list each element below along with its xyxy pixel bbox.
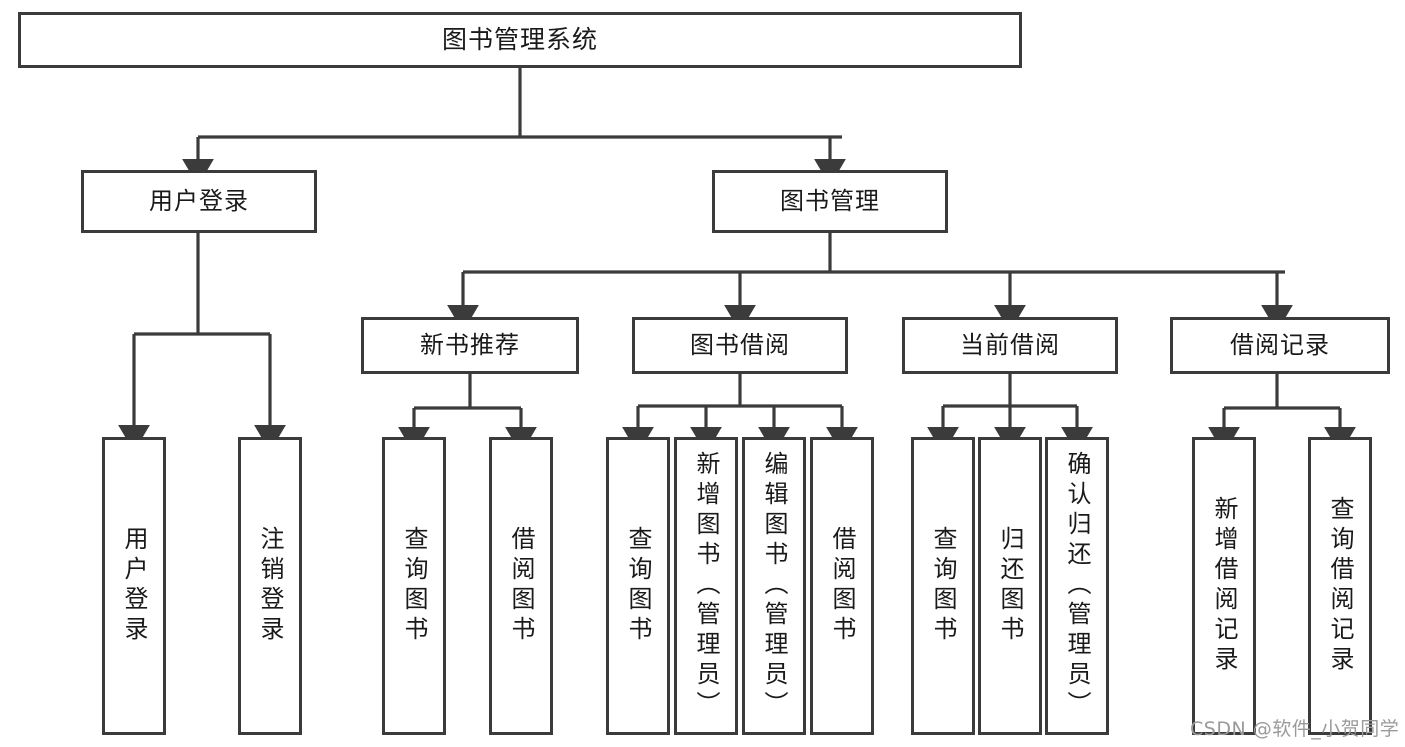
node-book-borrow[interactable]: 图书借阅 xyxy=(632,317,848,374)
node-label: 新书推荐 xyxy=(420,331,520,360)
node-label: 图书管理系统 xyxy=(441,25,598,55)
node-label: 借阅图书 xyxy=(828,526,856,646)
node-label: 查询借阅记录 xyxy=(1326,496,1354,676)
node-label: 查询图书 xyxy=(929,526,957,646)
node-user-login[interactable]: 用户登录 xyxy=(81,170,317,233)
node-label: 查询图书 xyxy=(400,526,428,646)
node-label: 确认归还（管理员） xyxy=(1063,451,1091,721)
node-borrow-record[interactable]: 借阅记录 xyxy=(1170,317,1390,374)
node-label: 查询图书 xyxy=(624,526,652,646)
node-label: 新增借阅记录 xyxy=(1210,496,1238,676)
node-leaf-query-book-recommend[interactable]: 查询图书 xyxy=(382,437,446,735)
node-label: 编辑图书（管理员） xyxy=(760,451,788,721)
node-label: 借阅记录 xyxy=(1230,331,1330,360)
node-label: 新增图书（管理员） xyxy=(692,451,720,721)
node-label: 归还图书 xyxy=(996,526,1024,646)
node-leaf-confirm-return-admin[interactable]: 确认归还（管理员） xyxy=(1045,437,1109,735)
node-book-management[interactable]: 图书管理 xyxy=(712,170,948,233)
node-current-borrow[interactable]: 当前借阅 xyxy=(902,317,1118,374)
node-label: 用户登录 xyxy=(149,187,249,216)
node-label: 借阅图书 xyxy=(507,526,535,646)
node-label: 图书借阅 xyxy=(690,331,790,360)
node-leaf-query-borrow-record[interactable]: 查询借阅记录 xyxy=(1308,437,1372,735)
node-label: 当前借阅 xyxy=(960,331,1060,360)
node-leaf-return-book[interactable]: 归还图书 xyxy=(978,437,1042,735)
node-leaf-logout[interactable]: 注销登录 xyxy=(238,437,302,735)
node-leaf-edit-book-admin[interactable]: 编辑图书（管理员） xyxy=(742,437,806,735)
node-label: 图书管理 xyxy=(780,187,880,216)
node-leaf-borrow-book-recommend[interactable]: 借阅图书 xyxy=(489,437,553,735)
node-leaf-borrow-book[interactable]: 借阅图书 xyxy=(810,437,874,735)
node-root-system[interactable]: 图书管理系统 xyxy=(18,12,1022,68)
node-label: 用户登录 xyxy=(120,526,148,646)
node-leaf-add-book-admin[interactable]: 新增图书（管理员） xyxy=(674,437,738,735)
node-leaf-add-borrow-record[interactable]: 新增借阅记录 xyxy=(1192,437,1256,735)
node-leaf-query-book-borrow[interactable]: 查询图书 xyxy=(606,437,670,735)
node-label: 注销登录 xyxy=(256,526,284,646)
node-new-book-recommend[interactable]: 新书推荐 xyxy=(361,317,579,374)
node-leaf-user-login[interactable]: 用户登录 xyxy=(102,437,166,735)
node-leaf-query-book-current[interactable]: 查询图书 xyxy=(911,437,975,735)
